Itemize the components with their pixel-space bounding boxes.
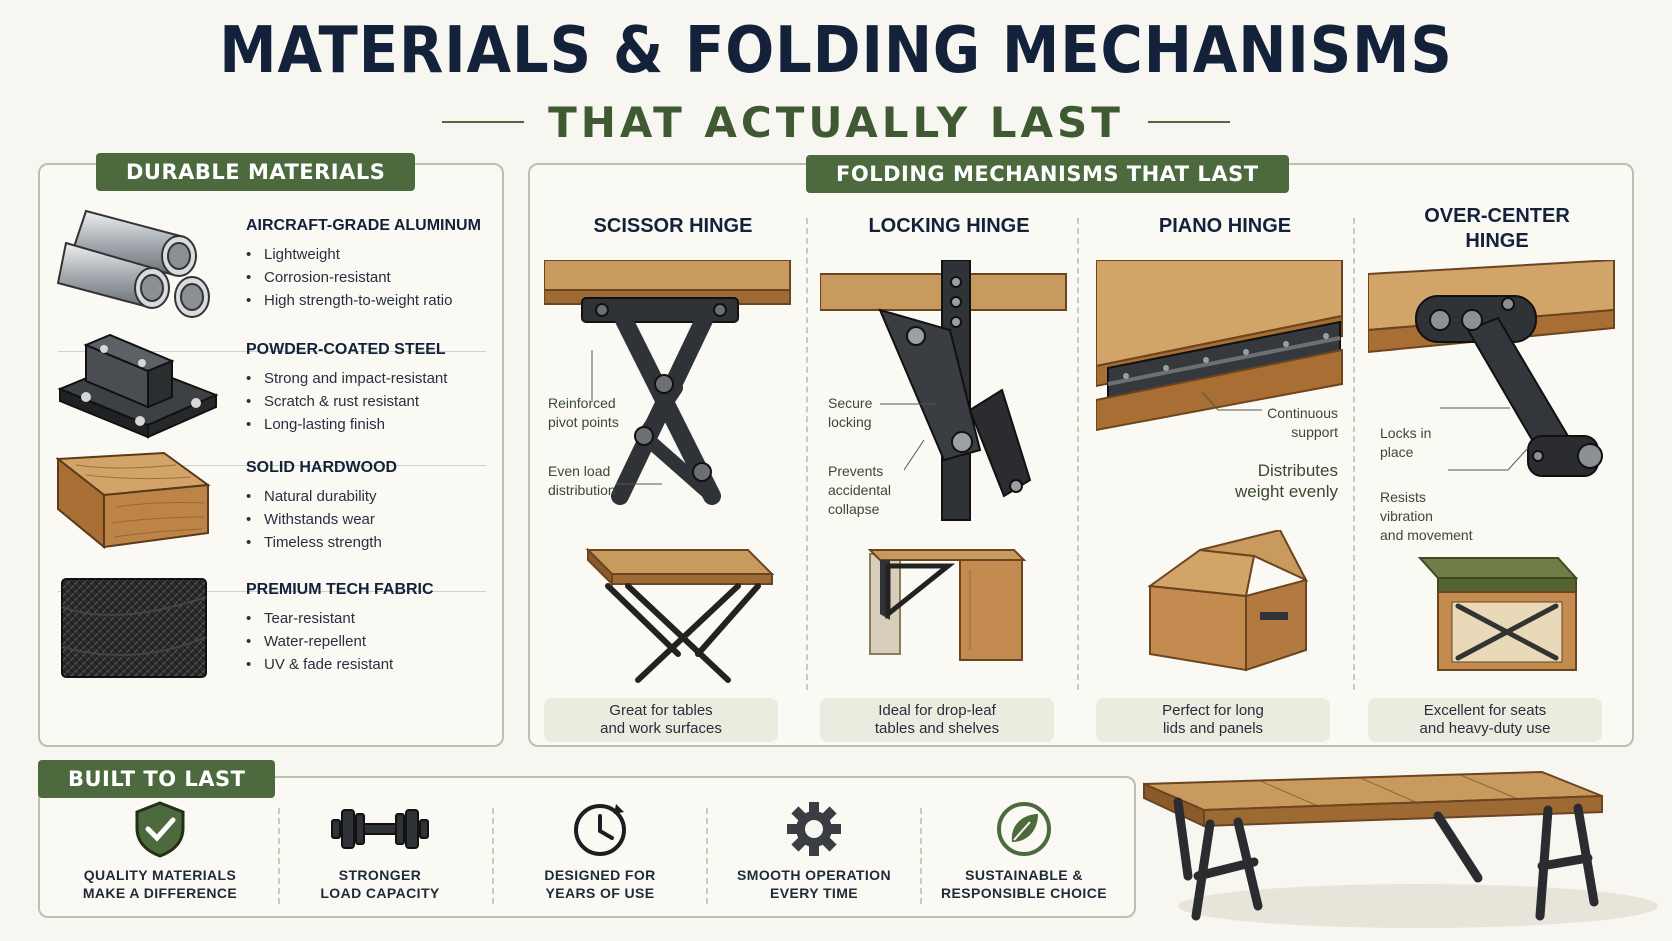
callout-label: Secure locking [828, 395, 873, 430]
page-title: MATERIALS & FOLDING MECHANISMS [219, 14, 1453, 88]
material-point: UV & fade resistant [246, 653, 393, 676]
clock-icon [574, 804, 626, 856]
feature-divider [278, 808, 280, 904]
column-divider [1077, 218, 1079, 690]
page-subtitle: THAT ACTUALLY LAST [548, 97, 1124, 147]
lidded-box-illustration [1147, 530, 1309, 672]
shield-check-icon [135, 801, 185, 858]
material-point: Lightweight [246, 243, 452, 266]
material-points: Lightweight Corrosion-resistant High str… [246, 243, 452, 312]
mechanism-over-center-hinge: OVER-CENTER HINGE Locks in place Resists… [1368, 205, 1626, 748]
divider [58, 351, 486, 352]
mechanism-locking-hinge: LOCKING HINGE Secure locking Prevents ac… [820, 210, 1078, 748]
steel-bracket-illustration [57, 333, 219, 439]
mechanism-note: Great for tables and work surfaces [544, 698, 778, 742]
feature-label: QUALITY MATERIALS MAKE A DIFFERENCE [82, 867, 238, 901]
materials-heading: DURABLE MATERIALS [96, 153, 416, 191]
divider-left [442, 121, 525, 123]
over-center-hinge-illustration [1368, 260, 1615, 477]
mechanism-scissor-hinge: SCISSOR HINGE Reinforced pivot points Ev… [544, 210, 802, 748]
hardwood-block-illustration [56, 451, 211, 550]
mechanism-note: Excellent for seats and heavy-duty use [1368, 698, 1602, 742]
callout-label: Prevents accidental collapse [828, 463, 892, 517]
material-point: Tear-resistant [246, 607, 393, 630]
material-name: POWDER-COATED STEEL [246, 341, 446, 358]
material-point: Scratch & rust resistant [246, 390, 447, 413]
material-points: Strong and impact-resistant Scratch & ru… [246, 367, 447, 436]
material-aluminum: AIRCRAFT-GRADE ALUMINUM Lightweight Corr… [56, 203, 502, 323]
material-points: Natural durability Withstands wear Timel… [246, 485, 382, 554]
gear-icon [787, 802, 841, 856]
material-point: Corrosion-resistant [246, 266, 452, 289]
feature-label: SMOOTH OPERATION EVERY TIME [737, 867, 891, 901]
divider-right [1147, 121, 1230, 123]
material-steel: POWDER-COATED STEEL Strong and impact-re… [56, 327, 502, 447]
drop-leaf-shelf-illustration [867, 549, 1027, 661]
divider [58, 591, 486, 592]
feature-quality-materials: QUALITY MATERIALS MAKE A DIFFERENCE [60, 800, 260, 902]
callout-label: Continuous support [1267, 405, 1338, 440]
column-divider [806, 218, 808, 690]
mechanism-note: Perfect for long lids and panels [1096, 698, 1330, 742]
callout-label: Resists vibration and movement [1380, 489, 1473, 543]
folding-table-illustration [585, 547, 775, 683]
mechanism-title: LOCKING HINGE [868, 215, 1030, 237]
material-name: SOLID HARDWOOD [246, 459, 398, 476]
mechanisms-heading: FOLDING MECHANISMS THAT LAST [806, 155, 1289, 193]
material-point: Long-lasting finish [246, 413, 447, 436]
feature-smooth-operation: SMOOTH OPERATION EVERY TIME [714, 800, 914, 902]
dumbbell-icon [331, 809, 429, 849]
material-point: High strength-to-weight ratio [246, 289, 452, 312]
feature-divider [706, 808, 708, 904]
scissor-hinge-illustration [544, 260, 791, 505]
callout-label: Reinforced pivot points [548, 395, 619, 430]
subtitle-row: THAT ACTUALLY LAST [0, 94, 1672, 150]
feature-label: SUSTAINABLE & RESPONSIBLE CHOICE [941, 867, 1107, 901]
material-name: PREMIUM TECH FABRIC [246, 581, 434, 598]
material-name: AIRCRAFT-GRADE ALUMINUM [246, 217, 481, 234]
mechanism-note: Ideal for drop-leaf tables and shelves [820, 698, 1054, 742]
material-fabric: PREMIUM TECH FABRIC Tear-resistant Water… [56, 567, 502, 687]
mechanism-title: OVER-CENTER HINGE [1424, 205, 1570, 252]
material-point: Withstands wear [246, 508, 382, 531]
callout-label: Distributes weight evenly [1234, 461, 1338, 501]
callout-label: Locks in place [1380, 425, 1432, 460]
material-point: Timeless strength [246, 531, 382, 554]
materials-panel: AIRCRAFT-GRADE ALUMINUM Lightweight Corr… [38, 163, 504, 747]
folding-seat-illustration [1417, 557, 1579, 671]
feature-load-capacity: STRONGER LOAD CAPACITY [280, 800, 480, 902]
material-point: Natural durability [246, 485, 382, 508]
feature-years-of-use: DESIGNED FOR YEARS OF USE [500, 800, 700, 902]
locking-hinge-illustration [820, 260, 1067, 521]
column-divider [1353, 218, 1355, 690]
aluminum-tubes-illustration [56, 209, 210, 318]
leaf-icon [997, 802, 1051, 856]
feature-divider [920, 808, 922, 904]
material-points: Tear-resistant Water-repellent UV & fade… [246, 607, 393, 676]
built-to-last-panel [38, 776, 1136, 918]
mechanism-title: SCISSOR HINGE [593, 215, 753, 237]
feature-label: STRONGER LOAD CAPACITY [320, 867, 440, 901]
fabric-swatch-illustration [61, 578, 207, 678]
built-to-last-heading: BUILT TO LAST [38, 760, 276, 798]
mechanism-title: PIANO HINGE [1158, 215, 1292, 237]
divider [58, 465, 486, 466]
material-point: Strong and impact-resistant [246, 367, 447, 390]
feature-label: DESIGNED FOR YEARS OF USE [544, 867, 656, 901]
material-hardwood: SOLID HARDWOOD Natural durability Withst… [56, 445, 502, 565]
feature-divider [492, 808, 494, 904]
mechanism-piano-hinge: PIANO HINGE Continuous support Distribut… [1096, 210, 1354, 748]
piano-hinge-illustration [1096, 260, 1343, 432]
folding-bench-illustration [1143, 770, 1658, 928]
material-point: Water-repellent [246, 630, 393, 653]
callout-label: Even load distribution [548, 463, 616, 498]
feature-sustainable: SUSTAINABLE & RESPONSIBLE CHOICE [924, 800, 1124, 902]
